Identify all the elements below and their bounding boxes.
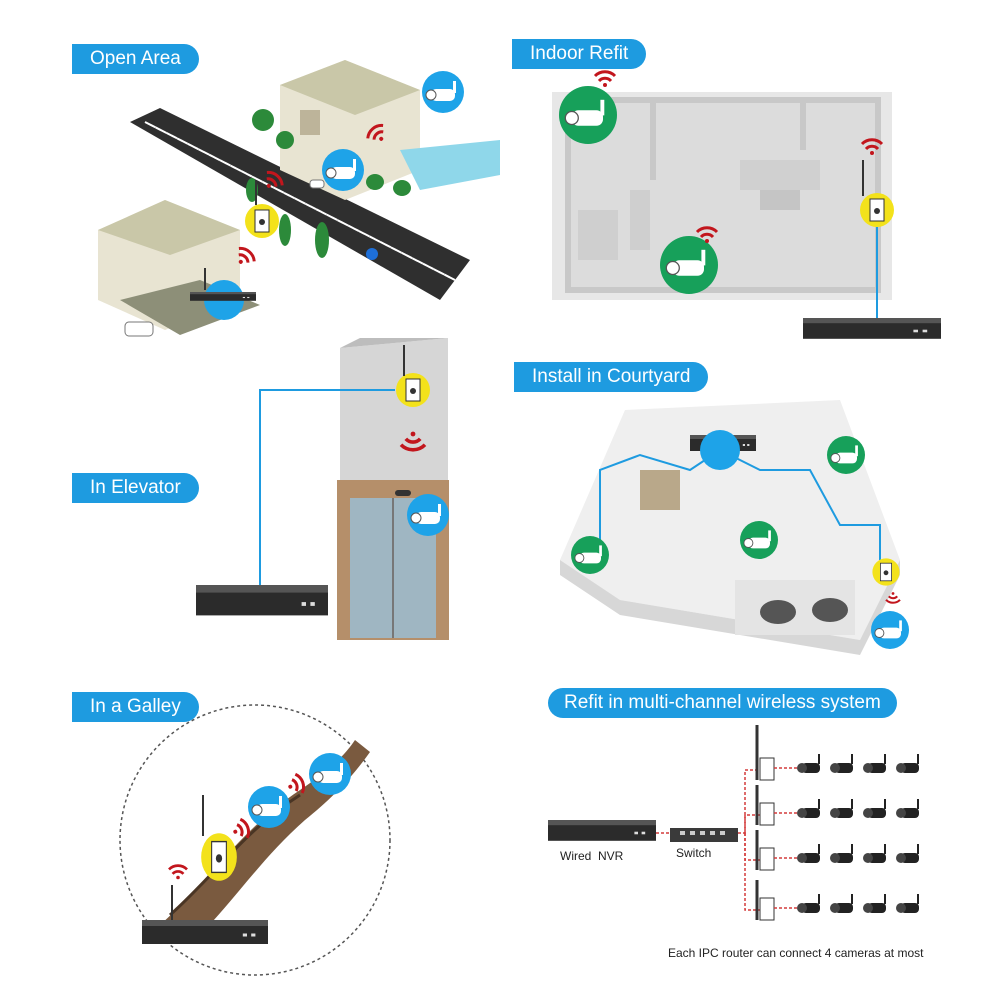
wired-nvr-label: Wired NVR (560, 849, 624, 863)
label-in-galley: In a Galley (72, 692, 199, 722)
wired-nvr-icon (548, 820, 656, 841)
switch-label: Switch (676, 846, 712, 860)
multi-channel-diagram (548, 725, 919, 921)
label-multi-channel: Refit in multi-channel wireless system (548, 688, 897, 718)
indoor-refit-scene (552, 70, 941, 339)
courtyard-scene (560, 400, 909, 655)
label-indoor-refit: Indoor Refit (512, 39, 647, 69)
camera-grid (797, 754, 919, 913)
galley-scene (119, 704, 391, 976)
elevator-scene (196, 338, 449, 640)
label-open-area: Open Area (72, 44, 199, 74)
router-column (755, 725, 775, 921)
footnote: Each IPC router can connect 4 cameras at… (668, 946, 924, 960)
label-install-courtyard: Install in Courtyard (514, 362, 709, 392)
label-in-elevator: In Elevator (72, 473, 199, 503)
open-area-scene (98, 60, 500, 337)
